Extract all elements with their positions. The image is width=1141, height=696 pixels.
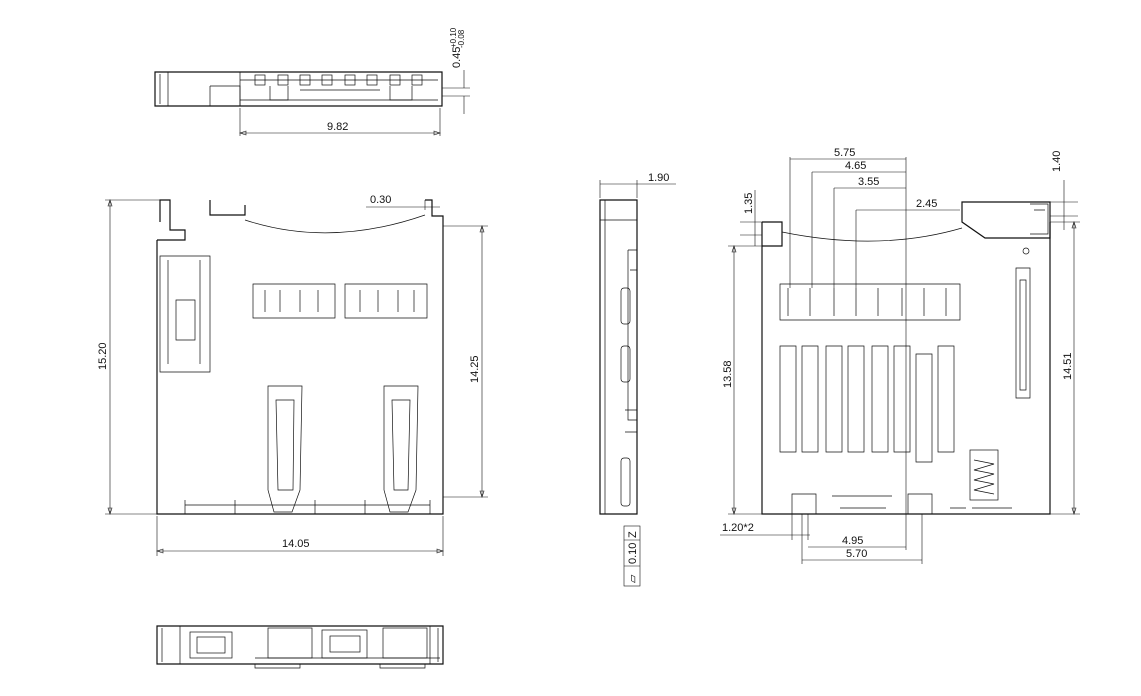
main-inner-height-dim: 14.25 bbox=[469, 355, 481, 383]
flatness-value: 0.10 bbox=[627, 543, 639, 564]
pitch-dim-3: 3.55 bbox=[858, 176, 879, 188]
pitch-dim-4: 2.45 bbox=[916, 198, 937, 210]
bottom-view bbox=[156, 625, 444, 669]
footprint-view: 5.75 4.65 3.55 2.45 1.35 1.40 13.58 14.5… bbox=[720, 147, 1080, 564]
main-width-dim: 14.05 bbox=[282, 538, 310, 550]
flatness-datum: Z bbox=[627, 531, 639, 538]
footprint-height-right-dim: 14.51 bbox=[1062, 352, 1074, 380]
flatness-symbol: ⏥ bbox=[627, 574, 639, 583]
main-gap-dim: 0.30 bbox=[370, 194, 391, 206]
top-height-dim: 0.45 bbox=[451, 47, 463, 68]
top-view: 9.82 0.45 +0.10 -0.08 bbox=[154, 27, 470, 136]
pitch-dim-2: 4.65 bbox=[845, 160, 866, 172]
offset-left-dim: 1.35 bbox=[743, 193, 755, 214]
pitch-dim-1: 5.75 bbox=[834, 147, 855, 159]
pad-span-outer-dim: 5.70 bbox=[846, 548, 867, 560]
main-view: 15.20 14.25 14.05 0.30 bbox=[97, 194, 488, 556]
top-view-pins bbox=[254, 74, 423, 101]
side-view: 1.90 ⏥ 0.10 Z bbox=[599, 172, 676, 587]
main-height-dim: 15.20 bbox=[97, 342, 109, 370]
offset-right-dim: 1.40 bbox=[1051, 151, 1063, 172]
top-height-tol-minus: -0.08 bbox=[457, 29, 466, 48]
pad-width-dim: 1.20*2 bbox=[722, 522, 754, 534]
side-thickness-dim: 1.90 bbox=[648, 172, 669, 184]
footprint-height-left-dim: 13.58 bbox=[722, 360, 734, 388]
top-height-tol-plus: +0.10 bbox=[449, 27, 458, 48]
flatness-frame: ⏥ 0.10 Z bbox=[623, 525, 641, 587]
pad-span-inner-dim: 4.95 bbox=[842, 535, 863, 547]
top-width-dim: 9.82 bbox=[327, 121, 348, 133]
